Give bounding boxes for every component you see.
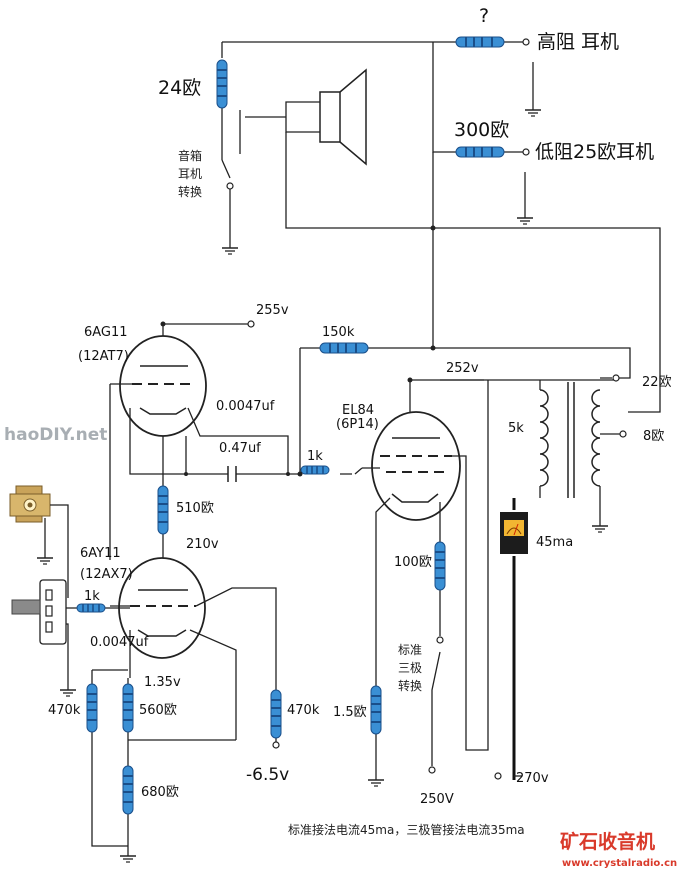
- tube2-name: 6AY11: [80, 546, 121, 561]
- resistor-speaker-24: [216, 59, 228, 109]
- input-section: [9, 485, 130, 697]
- triode-switch-label-2: 三极: [398, 661, 422, 675]
- footer-note: 标准接法电流45ma，三极管接法电流35ma: [288, 822, 525, 837]
- tap-22-label: 22欧: [642, 375, 672, 390]
- resistor-100: [434, 541, 446, 591]
- resistor-grid-1k: [300, 465, 330, 475]
- c-top-label: 0.0047uf: [216, 399, 275, 414]
- resistor-470k-mid: [270, 689, 282, 739]
- tube-6ay11: [110, 557, 277, 740]
- tube3-equiv: (6P14): [336, 417, 379, 432]
- resistor-input-1k: [76, 603, 106, 613]
- low-z-label: 低阻25欧耳机: [535, 141, 654, 163]
- tube1-equiv: (12AT7): [78, 349, 129, 364]
- resistor-680: [122, 765, 134, 815]
- watermark-right-url: www.crystalradio.cn: [562, 858, 677, 869]
- tube1-supply: 255v: [256, 303, 289, 318]
- c-cathode-label: 0.0047uf: [90, 635, 149, 650]
- r-510-label: 510欧: [176, 501, 214, 516]
- volume-potentiometer-icon: [11, 579, 67, 645]
- output-transformer: [539, 374, 627, 533]
- tube2-equiv: (12AX7): [80, 567, 133, 582]
- tube-el84: [362, 377, 616, 684]
- v-250-label: 250V: [420, 792, 454, 807]
- v-270-label: 270v: [516, 771, 549, 786]
- r-1-5-label: 1.5欧: [333, 705, 367, 720]
- v-210-label: 210v: [186, 537, 219, 552]
- resistor-510: [157, 485, 169, 535]
- transformer-primary-label: 5k: [508, 421, 524, 436]
- cathode-network: [86, 669, 282, 863]
- resistor-560: [122, 683, 134, 733]
- high-z-label: 高阻 耳机: [537, 31, 619, 53]
- r-grid-label: 1k: [307, 449, 323, 464]
- meter-reading: 45ma: [536, 535, 573, 550]
- watermark-right-title: 矿石收音机: [560, 830, 655, 853]
- resistor-high-z: [455, 36, 505, 48]
- resistor-1-5: [370, 685, 382, 735]
- r-470-left-label: 470k: [48, 703, 81, 718]
- coupling-network: [184, 348, 363, 482]
- low-z-value: 300欧: [454, 119, 509, 141]
- resistor-feedback-150k: [319, 342, 369, 354]
- tap-8-label: 8欧: [643, 429, 664, 444]
- tube-6ag11: [110, 320, 289, 475]
- r-input-label: 1k: [84, 589, 100, 604]
- speaker-icon: [245, 68, 367, 166]
- v-bias-label: -6.5v: [246, 765, 289, 785]
- speaker-resistor-value: 24欧: [158, 77, 201, 99]
- switch-label-2: 耳机: [178, 167, 202, 181]
- rca-jack-icon: [9, 485, 51, 523]
- output-section: [216, 36, 661, 413]
- v-cathode-label: 1.35v: [144, 675, 181, 690]
- tube3-supply: 252v: [446, 361, 479, 376]
- r-560-label: 560欧: [139, 703, 177, 718]
- tube1-name: 6AG11: [84, 325, 128, 340]
- r-100-label: 100欧: [394, 555, 432, 570]
- r-470-mid-label: 470k: [287, 703, 320, 718]
- milliammeter-icon: [500, 512, 528, 554]
- resistor-470k-left: [86, 683, 98, 733]
- c-coupling-label: 0.47uf: [219, 441, 261, 456]
- triode-switch-label-3: 转换: [398, 678, 422, 693]
- triode-switch-label-1: 标准: [398, 643, 422, 657]
- watermark-left: haoDIY.net: [4, 425, 107, 445]
- switch-label-1: 音箱: [178, 148, 202, 163]
- r-680-label: 680欧: [141, 785, 179, 800]
- resistor-low-z: [455, 146, 505, 158]
- high-z-value: ?: [479, 5, 489, 27]
- r-feedback-label: 150k: [322, 325, 355, 340]
- tube3-name: EL84: [342, 403, 374, 418]
- switch-label-3: 转换: [178, 184, 202, 199]
